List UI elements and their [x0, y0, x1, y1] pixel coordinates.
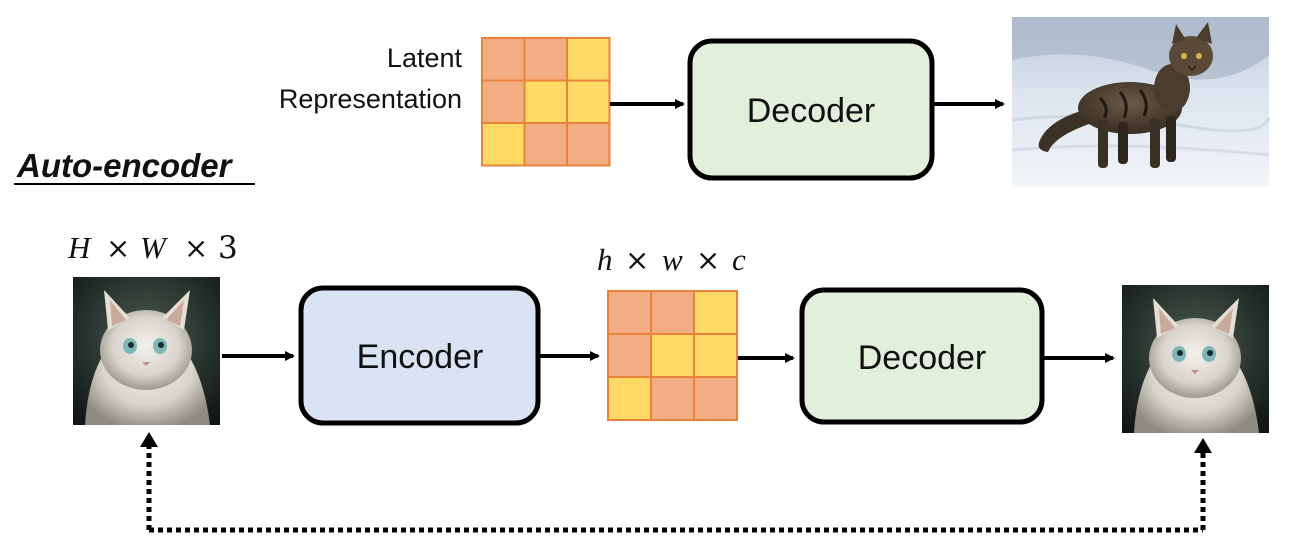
latent-dim-c: c	[732, 242, 746, 277]
reconstruction-loss-loop	[140, 432, 1212, 533]
latent-cell	[566, 122, 611, 167]
decoder-box-bottom	[799, 287, 1045, 425]
latent-cell	[607, 333, 652, 378]
latent-label-line1: Latent	[387, 43, 463, 73]
decoder-label-bottom: Decoder	[858, 339, 987, 377]
latent-cell	[481, 122, 526, 167]
latent-dims-label: h × w × c	[597, 242, 746, 277]
input-dim-3: 3	[218, 230, 238, 266]
latent-cell	[693, 290, 738, 335]
output-cat-image	[1122, 285, 1269, 433]
latent-cell	[523, 79, 568, 124]
input-cat-image	[73, 277, 220, 425]
latent-cell	[607, 290, 652, 335]
latent-dim-h: h	[597, 242, 613, 277]
encoder-box	[298, 285, 541, 426]
latent-cell	[650, 290, 695, 335]
input-dim-W: W	[140, 230, 169, 265]
latent-grid-bottom	[607, 290, 738, 421]
loop-left-arrowhead	[140, 432, 158, 447]
latent-cell	[693, 376, 738, 421]
input-dim-times-2: ×	[184, 231, 208, 265]
input-dim-times-1: ×	[106, 231, 130, 265]
latent-grid-top	[481, 37, 611, 167]
latent-dim-times-2: ×	[696, 243, 720, 277]
latent-cell	[650, 333, 695, 378]
input-dims-label: H × W × 3	[67, 230, 238, 266]
latent-cell	[650, 376, 695, 421]
input-dim-H: H	[67, 230, 92, 265]
latent-dim-w: w	[662, 242, 683, 277]
latent-cell	[693, 333, 738, 378]
decoder-box-top	[687, 38, 935, 181]
latent-cell	[566, 37, 611, 82]
latent-dim-times-1: ×	[625, 243, 649, 277]
latent-cell	[523, 122, 568, 167]
latent-label-line2: Representation	[279, 84, 462, 114]
encoder-label: Encoder	[357, 338, 484, 376]
cat-snow-image	[1011, 17, 1271, 187]
section-title: Auto-encoder	[16, 147, 234, 184]
latent-cell	[523, 37, 568, 82]
latent-cell	[481, 37, 526, 82]
loop-right-arrowhead	[1194, 438, 1212, 453]
latent-cell	[566, 79, 611, 124]
latent-cell	[481, 79, 526, 124]
latent-cell	[607, 376, 652, 421]
decoder-label-top: Decoder	[747, 92, 876, 130]
